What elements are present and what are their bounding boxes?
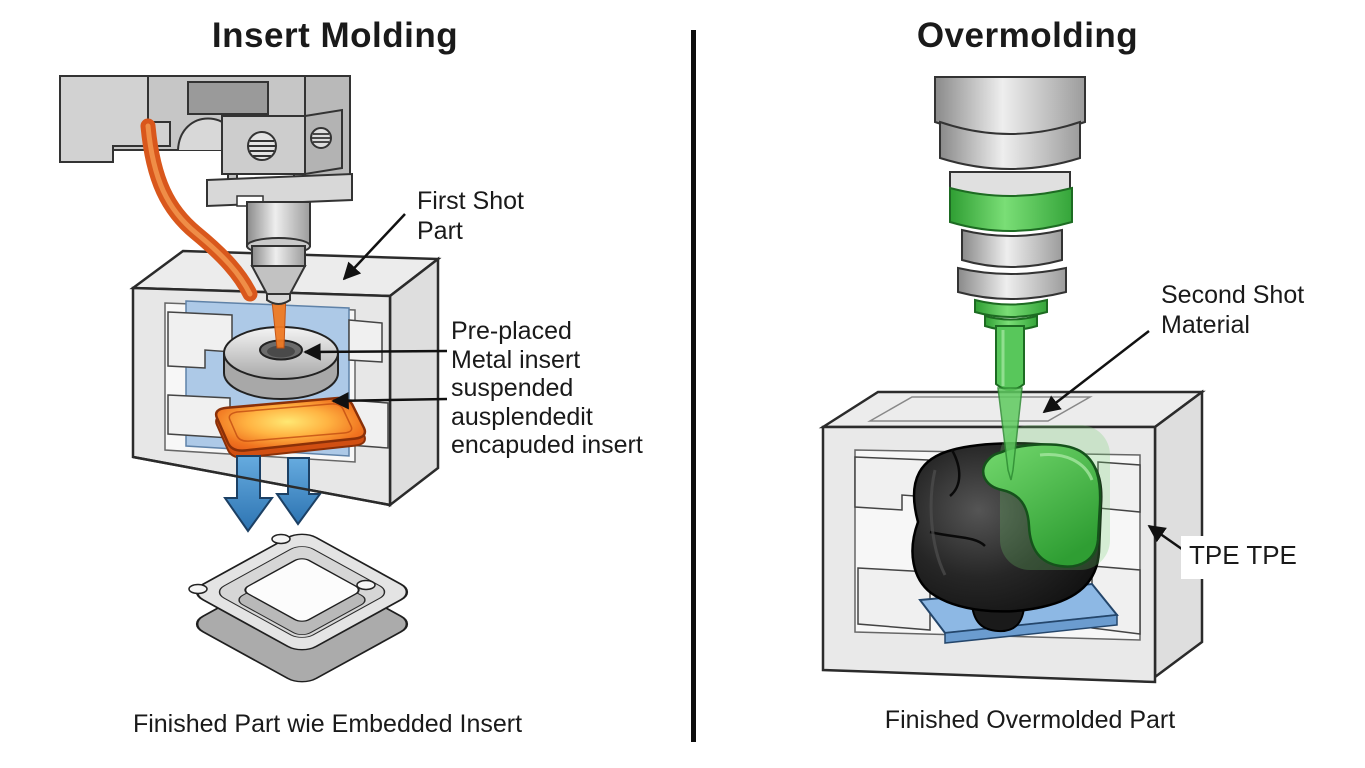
right-panel-title: Overmolding <box>916 16 1139 55</box>
second-shot-material-label: Second Shot Material <box>1161 280 1304 340</box>
metal-insert-label: Pre-placed Metal insert suspended ausple… <box>451 317 643 460</box>
leader-line-second-shot <box>1042 330 1150 414</box>
corner-hole-icon <box>188 533 376 595</box>
molten-first-shot-part <box>214 396 367 459</box>
metal-insert-label-line4: ausplendedit <box>451 402 593 431</box>
first-shot-part-label: First Shot Part <box>417 186 524 246</box>
green-band <box>949 186 1073 232</box>
injection-unit-left <box>59 75 353 305</box>
left-panel-title: Insert Molding <box>211 16 459 55</box>
down-arrow-icon <box>275 457 322 526</box>
down-arrow-icon <box>223 455 274 533</box>
leader-line-first-shot <box>342 213 406 281</box>
tpe-label: TPE TPE <box>1181 536 1307 579</box>
right-panel-caption: Finished Overmolded Part <box>884 706 1176 734</box>
metal-insert-label-line1: Pre-placed <box>451 317 572 345</box>
left-panel-caption: Finished Part wie Embedded Insert <box>132 710 523 738</box>
metal-insert-label-line5: encapuded insert <box>451 431 643 459</box>
green-material-stream <box>997 387 1023 481</box>
metal-insert-label-line3: suspended <box>451 374 574 402</box>
leader-line-encapsulated-insert <box>331 391 448 410</box>
second-shot-material-label-line2: Material <box>1161 311 1250 339</box>
green-overmold <box>982 425 1110 570</box>
metal-insert-disc <box>223 326 339 400</box>
molten-feed-tube <box>140 118 258 302</box>
injection-nozzle-right <box>934 76 1086 391</box>
nozzle-left <box>246 201 311 305</box>
finished-part-left <box>188 533 409 683</box>
second-shot-material-label-line1: Second Shot <box>1161 281 1305 309</box>
first-shot-part-label-line2: Part <box>417 217 463 245</box>
clamp-screw-icon <box>247 127 332 161</box>
leader-line-metal-insert <box>303 343 448 361</box>
metal-insert-label-line2: Metal insert <box>451 345 581 374</box>
divider-line <box>691 30 696 742</box>
first-shot-part-label-line1: First Shot <box>417 187 524 215</box>
transfer-arrows <box>223 455 322 533</box>
